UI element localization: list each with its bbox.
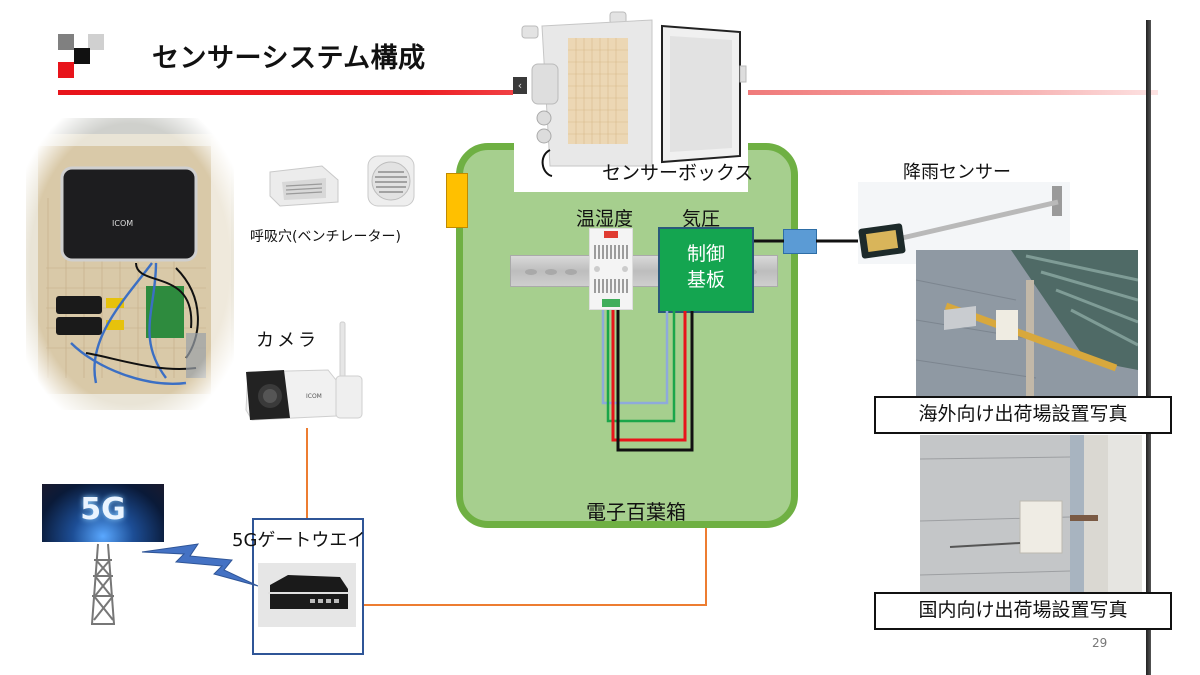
page-number: 29 — [1092, 636, 1108, 650]
control-board-label-line1: 制御 — [686, 243, 725, 265]
5g-banner: 5G — [42, 484, 164, 542]
ventilator-label: 呼吸穴(ベンチレーター) — [250, 229, 401, 245]
camera-illustration: ICOM — [245, 321, 363, 421]
control-board: 制御 基板 — [658, 227, 754, 313]
sensor-box-label: センサーボックス — [602, 162, 754, 184]
ventilator-port — [446, 173, 468, 228]
rain-sensor-cable — [752, 239, 860, 243]
enclosure-label: 電子百葉箱 — [586, 500, 686, 524]
slide-title: センサーシステム構成 — [152, 43, 426, 74]
temp-humidity-sensor-illustration — [594, 231, 628, 307]
logo-square-light — [88, 34, 104, 50]
gateway-box — [252, 518, 364, 655]
cell-tower — [88, 540, 118, 626]
temp-humidity-label: 温湿度 — [576, 208, 634, 230]
wire-green — [606, 310, 676, 423]
camera-photo: ICOM — [240, 320, 370, 430]
domestic-installation-caption: 国内向け出荷場設置写真 — [874, 592, 1172, 630]
rain-sensor-illustration — [858, 186, 1062, 259]
installed-box-illustration: ICOM — [26, 118, 234, 410]
overseas-installation-photo — [916, 250, 1138, 400]
svg-text:ICOM: ICOM — [306, 393, 322, 400]
slide-edge-divider — [1146, 20, 1151, 675]
temp-humidity-sensor — [589, 228, 633, 310]
pressure-label: 気圧 — [682, 208, 721, 230]
previous-slide-button[interactable]: ‹ — [513, 77, 527, 94]
gateway-label: 5Gゲートウエイ — [232, 530, 366, 551]
gateway-device-illustration — [268, 575, 348, 609]
electronic-weather-enclosure — [456, 143, 798, 528]
5g-badge-text: 5G — [80, 492, 126, 527]
wire-blue — [601, 310, 669, 405]
logo-square-black — [74, 48, 90, 64]
wire-black — [616, 310, 694, 452]
logo-square-red — [58, 62, 74, 78]
sensor-box-photo — [512, 6, 748, 186]
title-underline — [58, 90, 513, 95]
sensor-box-illustration — [521, 11, 747, 177]
overseas-installation-illustration — [916, 250, 1138, 400]
ventilator-photo — [262, 150, 422, 216]
rain-sensor-label: 降雨センサー — [903, 162, 1011, 183]
logo-square-gray — [58, 34, 74, 50]
control-board-label-line2: 基板 — [686, 269, 725, 291]
domestic-installation-illustration — [920, 435, 1142, 595]
title-underline-faded — [748, 90, 1158, 95]
domestic-installation-photo — [920, 435, 1142, 595]
ventilator-illustration — [269, 155, 415, 207]
overseas-installation-caption: 海外向け出荷場設置写真 — [874, 396, 1172, 434]
gateway-device-photo — [258, 563, 356, 627]
installed-box-photo: ICOM — [26, 118, 234, 410]
wire-red — [611, 310, 687, 442]
camera-label: カメラ — [256, 330, 319, 351]
cell-tower-icon — [91, 543, 115, 625]
